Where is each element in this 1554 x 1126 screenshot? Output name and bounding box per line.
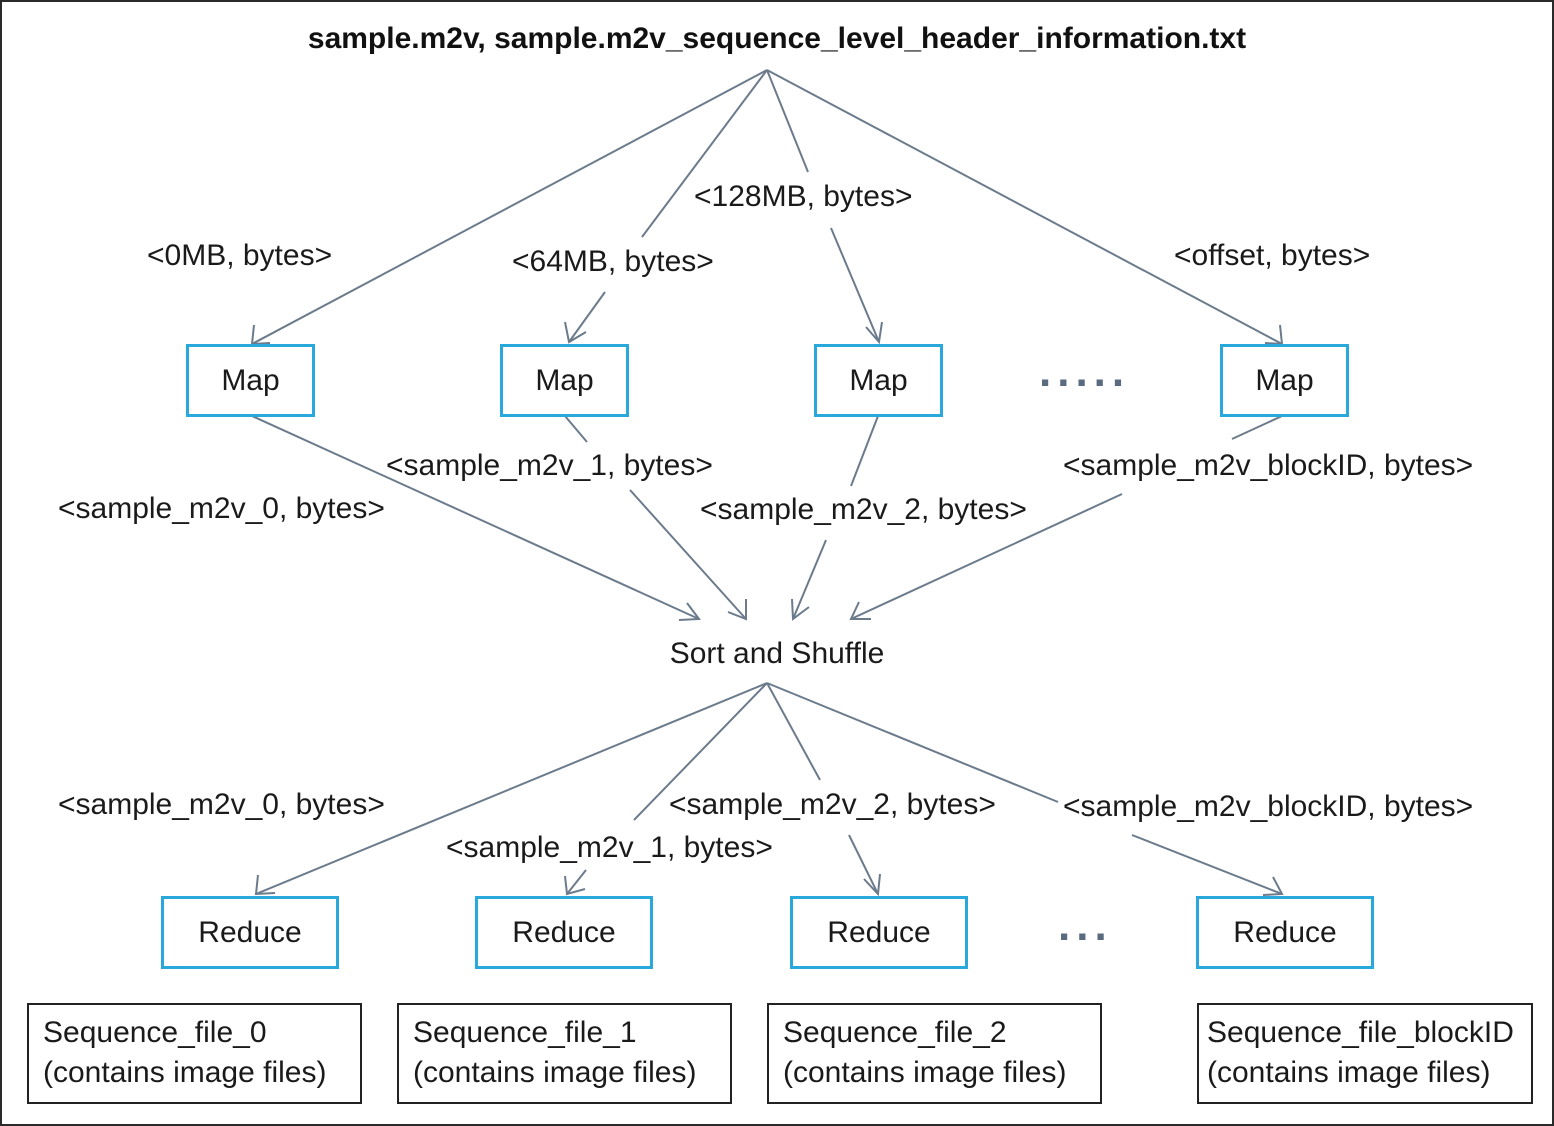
reduce-box-1: Reduce (475, 896, 653, 969)
map-box-1: Map (500, 344, 629, 417)
output-file-note: (contains image files) (1207, 1056, 1491, 1089)
edge-shuffle-reduce-3a (766, 682, 1059, 803)
edge-title-map-0 (251, 69, 768, 345)
edge-title-map-1b (568, 291, 606, 343)
edge-shuffle-reduce-2a (766, 682, 821, 781)
output-file-note: (contains image files) (413, 1056, 697, 1089)
edge-shuffle-reduce-0 (255, 682, 768, 895)
output-file-name: Sequence_file_1 (413, 1016, 637, 1049)
edge-shuffle-reduce-3b (1131, 834, 1283, 895)
reduce-input-label-2: <sample_m2v_2, bytes> (669, 788, 996, 821)
output-file-note: (contains image files) (43, 1056, 327, 1089)
edge-map-3-shuffle-a (1231, 415, 1283, 440)
edge-map-2-shuffle-a (850, 415, 879, 487)
map-box-3: Map (1220, 344, 1349, 417)
reduce-input-label-1: <sample_m2v_1, bytes> (446, 831, 773, 864)
arrowhead-shuffle-1 (727, 599, 747, 621)
edge-title-map-2b (830, 227, 880, 343)
arrowhead-map-1 (564, 321, 587, 344)
map-output-label-2: <sample_m2v_2, bytes> (700, 493, 1027, 526)
input-files-title: sample.m2v, sample.m2v_sequence_level_he… (307, 22, 1247, 55)
map-output-label-0: <sample_m2v_0, bytes> (58, 492, 385, 525)
input-label-3: <offset, bytes> (1174, 239, 1371, 272)
arrowhead-shuffle-3 (849, 601, 871, 620)
arrowhead-reduce-0 (254, 874, 276, 896)
input-label-0: <0MB, bytes> (147, 239, 333, 272)
output-file-0: Sequence_file_0 (contains image files) (27, 1003, 362, 1104)
edge-map-1-shuffle-a (564, 415, 588, 443)
map-ellipsis: ..... (1039, 347, 1131, 396)
edge-shuffle-reduce-1b (566, 869, 587, 895)
arrowhead-map-0 (250, 324, 271, 346)
output-file-2: Sequence_file_2 (contains image files) (767, 1003, 1102, 1104)
input-label-1: <64MB, bytes> (512, 245, 714, 278)
reduce-ellipsis: ... (1058, 901, 1113, 950)
arrowhead-reduce-3 (1262, 876, 1284, 896)
edge-title-map-2 (766, 69, 809, 173)
output-file-name: Sequence_file_blockID (1207, 1016, 1514, 1049)
input-label-2: <128MB, bytes> (694, 180, 913, 213)
map-output-label-3: <sample_m2v_blockID, bytes> (1063, 449, 1474, 482)
map-box-0: Map (186, 344, 315, 417)
reduce-input-label-0: <sample_m2v_0, bytes> (58, 788, 385, 821)
reduce-input-label-3: <sample_m2v_blockID, bytes> (1063, 790, 1474, 823)
edge-map-1-shuffle-b (629, 489, 747, 620)
edge-shuffle-reduce-2b (848, 834, 879, 895)
map-box-2: Map (814, 344, 943, 417)
output-file-3: Sequence_file_blockID (contains image fi… (1197, 1003, 1533, 1104)
output-file-1: Sequence_file_1 (contains image files) (397, 1003, 732, 1104)
reduce-box-3: Reduce (1196, 896, 1374, 969)
edge-map-2-shuffle-b (792, 539, 827, 620)
map-output-label-1: <sample_m2v_1, bytes> (386, 449, 713, 482)
arrowhead-reduce-1 (564, 875, 586, 896)
sort-and-shuffle-label: Sort and Shuffle (669, 637, 885, 670)
edge-title-map-3 (766, 69, 1283, 345)
edge-title-map-1 (641, 69, 768, 238)
edge-map-3-shuffle-b (850, 493, 1123, 620)
arrowhead-shuffle-0 (678, 602, 701, 621)
output-file-name: Sequence_file_2 (783, 1016, 1007, 1049)
arrowhead-shuffle-2 (791, 598, 810, 621)
arrowhead-reduce-2 (863, 873, 881, 897)
edge-shuffle-reduce-1a (633, 682, 768, 821)
edge-map-0-shuffle (251, 415, 700, 620)
output-file-note: (contains image files) (783, 1056, 1067, 1089)
arrowhead-map-2 (865, 321, 883, 345)
reduce-box-2: Reduce (790, 896, 968, 969)
reduce-box-0: Reduce (161, 896, 339, 969)
output-file-name: Sequence_file_0 (43, 1016, 267, 1049)
arrowhead-map-3 (1264, 324, 1284, 346)
